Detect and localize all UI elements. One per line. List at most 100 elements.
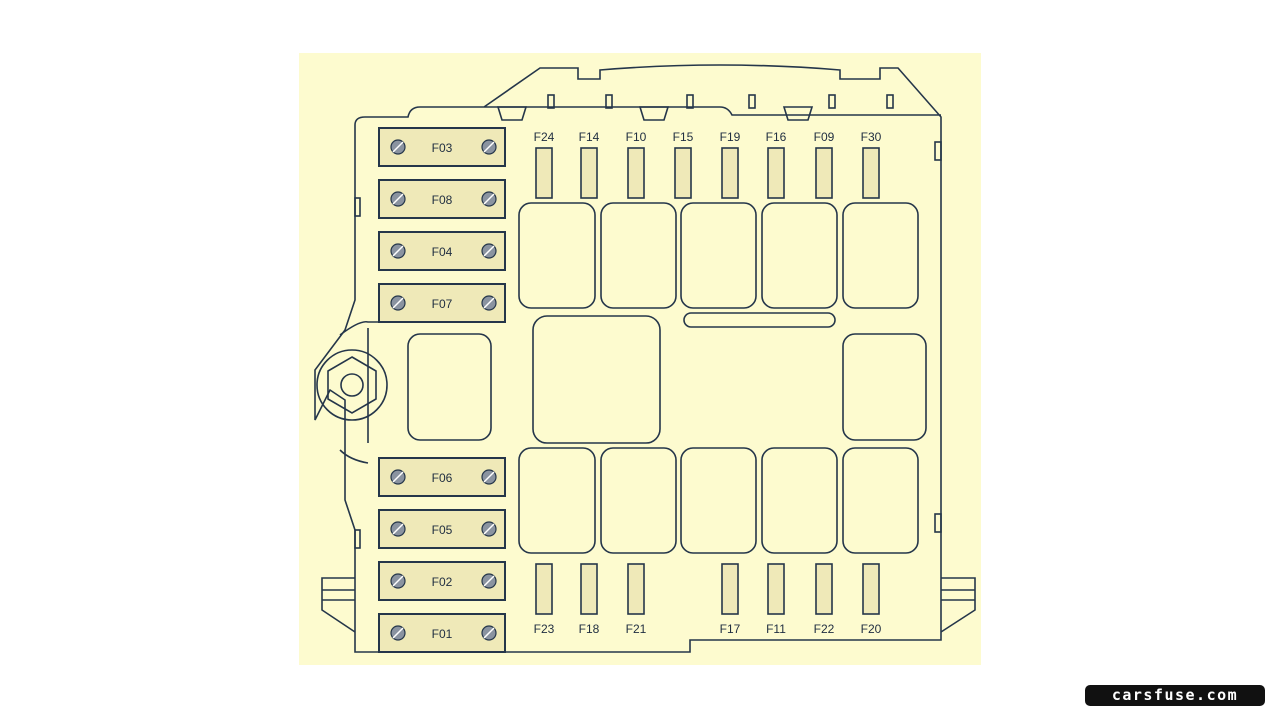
screw-slot <box>483 193 495 205</box>
screw-slot <box>392 575 404 587</box>
relay-slot <box>761 202 838 309</box>
relay-slot <box>761 447 838 554</box>
latch <box>782 106 814 121</box>
side-tab <box>934 513 942 533</box>
maxi-fuse-label: F05 <box>432 523 453 537</box>
side-tab <box>354 197 361 217</box>
mini-fuse-label: F09 <box>814 130 835 144</box>
maxi-fuse-label: F04 <box>432 245 453 259</box>
maxi-fuse-label: F07 <box>432 297 453 311</box>
screw-slot <box>392 471 404 483</box>
tab <box>828 94 836 109</box>
maxi-fuse-f03: F03 <box>378 127 506 167</box>
screw-slot <box>483 575 495 587</box>
screw-slot <box>483 297 495 309</box>
tab <box>748 94 756 109</box>
maxi-fuse-f08: F08 <box>378 179 506 219</box>
maxi-fuse-label: F08 <box>432 193 453 207</box>
maxi-fuse-label: F01 <box>432 627 453 641</box>
mini-fuse-f22: F22 <box>814 563 835 636</box>
watermark-logo: carsfuse.com <box>1085 685 1265 706</box>
side-tab <box>354 529 361 549</box>
mini-fuse-f24: F24 <box>534 130 555 199</box>
mini-fuse-body <box>627 563 645 615</box>
screw-slot <box>392 297 404 309</box>
mini-fuse-label: F21 <box>626 622 647 636</box>
mini-fuse-label: F10 <box>626 130 647 144</box>
mini-fuse-label: F14 <box>579 130 600 144</box>
maxi-fuse-f04: F04 <box>378 231 506 271</box>
relay-slot <box>680 202 757 309</box>
mini-fuse-body <box>535 147 553 199</box>
mini-fuse-f21: F21 <box>626 563 647 636</box>
maxi-fuse-f06: F06 <box>378 457 506 497</box>
mini-fuse-body <box>767 563 785 615</box>
mini-fuse-label: F20 <box>861 622 882 636</box>
mini-fuse-label: F30 <box>861 130 882 144</box>
maxi-fuse-label: F06 <box>432 471 453 485</box>
screw-slot <box>392 141 404 153</box>
mini-fuse-label: F19 <box>720 130 741 144</box>
latch <box>638 106 670 121</box>
side-tab <box>934 141 942 161</box>
mini-fuse-f23: F23 <box>534 563 555 636</box>
tab <box>886 94 894 109</box>
mini-fuse-f14: F14 <box>579 130 600 199</box>
mini-fuse-f18: F18 <box>579 563 600 636</box>
relay-slot <box>842 333 927 441</box>
screw-slot <box>392 523 404 535</box>
maxi-fuse-label: F02 <box>432 575 453 589</box>
screw-slot <box>392 245 404 257</box>
screw-slot <box>483 627 495 639</box>
screw-slot <box>483 523 495 535</box>
mini-fuse-f30: F30 <box>861 130 882 199</box>
mini-fuse-body <box>862 147 880 199</box>
mini-fuse-f15: F15 <box>673 130 694 199</box>
mini-fuse-label: F22 <box>814 622 835 636</box>
mini-fuse-f17: F17 <box>720 563 741 636</box>
mini-fuse-label: F16 <box>766 130 787 144</box>
mini-fuse-f19: F19 <box>720 130 741 199</box>
maxi-fuse-f01: F01 <box>378 613 506 653</box>
mini-fuse-body <box>580 563 598 615</box>
mini-fuse-body <box>721 563 739 615</box>
mini-fuse-body <box>674 147 692 199</box>
screw-slot <box>392 193 404 205</box>
mini-fuse-label: F24 <box>534 130 555 144</box>
mini-fuse-label: F11 <box>766 622 786 636</box>
relay-slot <box>680 447 757 554</box>
mini-fuse-body <box>815 563 833 615</box>
mini-fuse-body <box>535 563 553 615</box>
mini-fuse-label: F23 <box>534 622 555 636</box>
tab <box>686 94 694 109</box>
mini-fuse-body <box>815 147 833 199</box>
screw-slot <box>483 141 495 153</box>
mini-fuse-label: F18 <box>579 622 600 636</box>
mount-clip-left <box>321 577 356 633</box>
mini-fuse-f11: F11 <box>766 563 786 636</box>
relay-slot <box>518 202 596 309</box>
maxi-fuse-f02: F02 <box>378 561 506 601</box>
inner-wall <box>339 320 505 464</box>
mini-fuse-body <box>862 563 880 615</box>
mini-fuse-f16: F16 <box>766 130 787 199</box>
tab <box>547 94 555 109</box>
relay-slot <box>518 447 596 554</box>
mini-fuse-label: F17 <box>720 622 741 636</box>
relay-slot <box>600 447 677 554</box>
screw-slot <box>392 627 404 639</box>
mini-fuse-label: F15 <box>673 130 694 144</box>
maxi-fuse-f05: F05 <box>378 509 506 549</box>
relay-slot <box>407 333 492 441</box>
mini-fuse-f09: F09 <box>814 130 835 199</box>
mount-clip-right <box>940 577 976 633</box>
mini-fuse-body <box>627 147 645 199</box>
mini-fuse-body <box>721 147 739 199</box>
screw-slot <box>483 471 495 483</box>
mini-fuse-f20: F20 <box>861 563 882 636</box>
relay-slot <box>842 202 919 309</box>
relay-slot-large <box>532 315 661 444</box>
screw-slot <box>483 245 495 257</box>
relay-slot-slim <box>683 312 836 328</box>
